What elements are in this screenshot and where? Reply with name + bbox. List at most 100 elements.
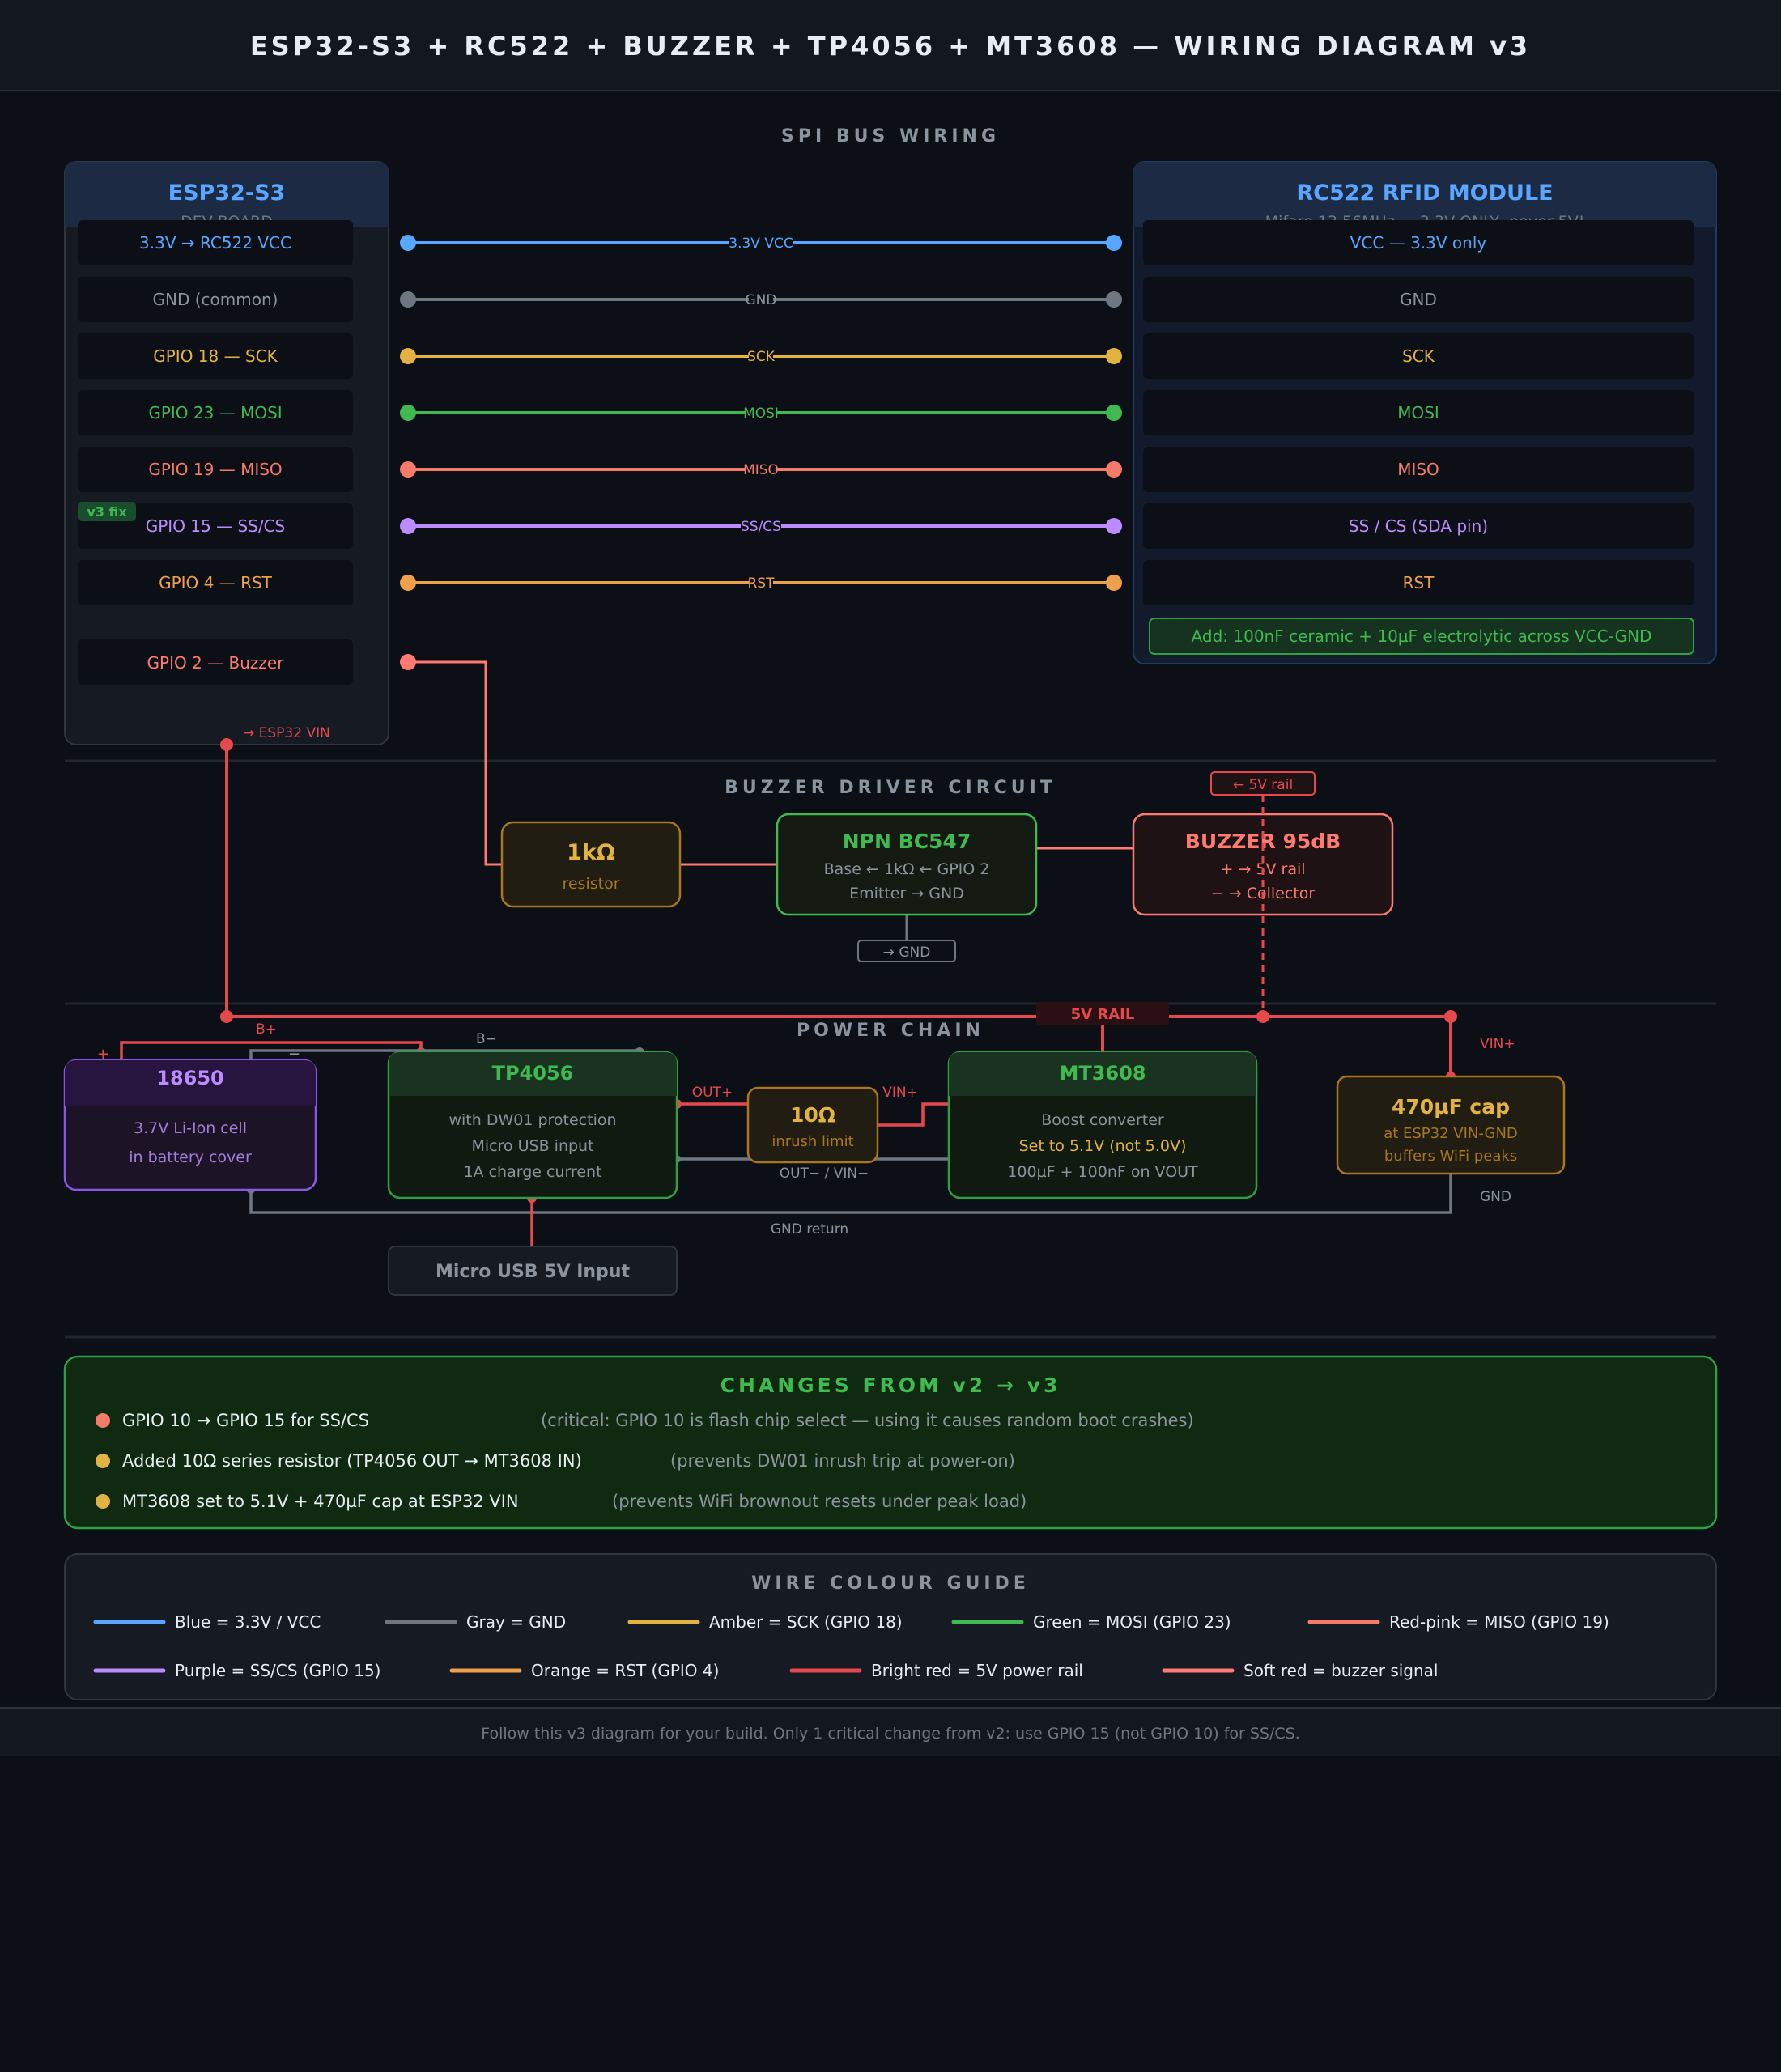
gnd-return-wire [249, 1174, 1452, 1214]
v3-fix-badge: v3 fix [78, 502, 136, 521]
guide-item: Gray = GND [385, 1612, 566, 1632]
guide-item: Amber = SCK (GPIO 18) [627, 1612, 903, 1632]
cap-vin-label: VIN+ [1480, 1036, 1515, 1052]
inrush-resistor-10ohm: 10Ω inrush limit [746, 1086, 879, 1164]
spi-wire-label: 3.3V VCC [729, 236, 793, 252]
capacitor-470uf: 470µF cap at ESP32 VIN-GND buffers WiFi … [1336, 1075, 1566, 1175]
rc522-pin-label: RST [1403, 573, 1435, 592]
section-title-power: POWER CHAIN [797, 1021, 984, 1041]
change-text: MT3608 set to 5.1V + 470µF cap at ESP32 … [122, 1492, 519, 1511]
vin-plus-label: VIN+ [882, 1085, 918, 1101]
guide-label: Bright red = 5V power rail [871, 1661, 1083, 1680]
guide-label: Green = MOSI (GPIO 23) [1033, 1612, 1231, 1632]
esp32-pin-row: GPIO 4 — RST [78, 560, 353, 605]
change-note: (critical: GPIO 10 is flash chip select … [541, 1411, 1194, 1430]
esp32-title: ESP32-S3 [168, 180, 286, 206]
buzzer-signal-dot [400, 654, 416, 670]
change-text: Added 10Ω series resistor (TP4056 OUT → … [122, 1451, 582, 1471]
spi-wire-dot-right [1106, 348, 1122, 364]
mt3608-line2: Set to 5.1V (not 5.0V) [1019, 1137, 1187, 1155]
guide-title: WIRE COLOUR GUIDE [751, 1573, 1030, 1594]
change-note: (prevents DW01 inrush trip at power-on) [670, 1451, 1015, 1471]
esp32-pin-box [78, 560, 353, 605]
change-item: GPIO 10 → GPIO 15 for SS/CS(critical: GP… [96, 1411, 1194, 1430]
rc522-pin-label: GND [1400, 290, 1437, 309]
bplus-label: B+ [256, 1021, 277, 1038]
guide-item: Red-pink = MISO (GPIO 19) [1307, 1612, 1609, 1632]
guide-item: Purple = SS/CS (GPIO 15) [93, 1661, 380, 1680]
spi-wire-dot-right [1106, 291, 1122, 308]
esp32-pin-box [78, 220, 353, 265]
rc522-pin-label: MISO [1397, 460, 1439, 479]
rc522-pin-label: SCK [1402, 346, 1435, 366]
esp32-pin-row: GPIO 23 — MOSI [78, 390, 353, 435]
5v-rail-tag: 5V RAIL [1036, 1002, 1169, 1025]
spi-wire-dot-left [400, 461, 416, 478]
resistor-1k-title: 1kΩ [567, 840, 615, 865]
out-plus-label: OUT+ [692, 1085, 733, 1101]
spi-wire-dot-right [1106, 461, 1122, 478]
tp4056-title: TP4056 [492, 1062, 574, 1085]
battery-plus-sign: + [97, 1046, 109, 1063]
out-minus-label: OUT− / VIN− [780, 1166, 869, 1182]
guide-item: Bright red = 5V power rail [789, 1661, 1083, 1680]
inrush-title: 10Ω [790, 1103, 835, 1127]
spi-wire-dot-right [1106, 575, 1122, 591]
battery-line2: in battery cover [129, 1149, 252, 1166]
rc522-pin-label: VCC — 3.3V only [1350, 233, 1487, 253]
guide-item: Orange = RST (GPIO 4) [449, 1661, 719, 1680]
rc522-pin-row: GND [1143, 277, 1694, 322]
spi-wire-label: SCK [747, 349, 776, 365]
esp32-pin-row: GPIO 15 — SS/CS [78, 503, 353, 549]
spi-wire: 3.3V VCC [400, 235, 1122, 252]
rail-buzzer-node [1256, 1010, 1269, 1023]
battery-title: 18650 [156, 1067, 224, 1089]
inrush-sub: inrush limit [771, 1133, 853, 1150]
footer-bar [0, 1708, 1781, 1756]
buzzer-95db: BUZZER 95dB + → 5V rail − → Collector [1132, 813, 1394, 916]
change-item: Added 10Ω series resistor (TP4056 OUT → … [96, 1451, 1015, 1471]
spi-wire-dot-right [1106, 518, 1122, 534]
esp32-buzzer-pin-label: GPIO 2 — Buzzer [147, 653, 285, 673]
wire-colour-guide: WIRE COLOUR GUIDE [64, 1553, 1717, 1700]
rc522-pin-row: MOSI [1143, 390, 1694, 435]
spi-wire-label: SS/CS [741, 519, 781, 535]
rc522-pin-row: VCC — 3.3V only [1143, 220, 1694, 265]
5v-rail-tag-text: 5V RAIL [1071, 1006, 1135, 1023]
guide-label: Red-pink = MISO (GPIO 19) [1389, 1612, 1609, 1632]
bminus-label: B− [476, 1031, 497, 1047]
tp4056-module: TP4056 with DW01 protection Micro USB in… [387, 1051, 678, 1199]
spi-wire-dot-left [400, 575, 416, 591]
change-note: (prevents WiFi brownout resets under pea… [612, 1492, 1027, 1511]
buzzer-rail-tag: ← 5V rail [1210, 771, 1316, 796]
mt3608-boost: MT3608 Boost converter Set to 5.1V (not … [947, 1051, 1258, 1199]
npn-gnd-tag: → GND [857, 940, 956, 962]
npn-emitter-line: Emitter → GND [849, 885, 964, 902]
resistor-1k: 1kΩ resistor [500, 821, 682, 908]
resistor-1k-sub: resistor [562, 875, 619, 893]
tp4056-line3: 1A charge current [463, 1163, 601, 1181]
battery-line1: 3.7V Li-Ion cell [134, 1119, 247, 1137]
rc522-pin-label: SS / CS (SDA pin) [1349, 516, 1488, 536]
spi-wire: SS/CS [400, 518, 1122, 535]
cap-title: 470µF cap [1392, 1095, 1510, 1119]
npn-gnd-tag-text: → GND [883, 945, 931, 961]
rc522-pin-box [1143, 447, 1694, 492]
npn-transistor: NPN BC547 Base ← 1kΩ ← GPIO 2 Emitter → … [776, 813, 1038, 916]
esp32-pin-row: GPIO 19 — MISO [78, 447, 353, 492]
spi-wire-label: MOSI [743, 405, 779, 422]
spi-wire-label: RST [748, 575, 776, 592]
change-dot [96, 1454, 110, 1468]
npn-base-line: Base ← 1kΩ ← GPIO 2 [824, 860, 990, 878]
change-dot [96, 1494, 110, 1509]
esp32-pin-label: GPIO 4 — RST [159, 573, 273, 592]
spi-wire-dot-right [1106, 405, 1122, 421]
micro-usb-label: Micro USB 5V Input [436, 1262, 630, 1282]
guide-item: Green = MOSI (GPIO 23) [951, 1612, 1231, 1632]
mt3608-title: MT3608 [1059, 1062, 1146, 1085]
rc522-note-text: Add: 100nF ceramic + 10µF electrolytic a… [1192, 626, 1652, 646]
esp32-pin-row: GPIO 18 — SCK [78, 333, 353, 379]
